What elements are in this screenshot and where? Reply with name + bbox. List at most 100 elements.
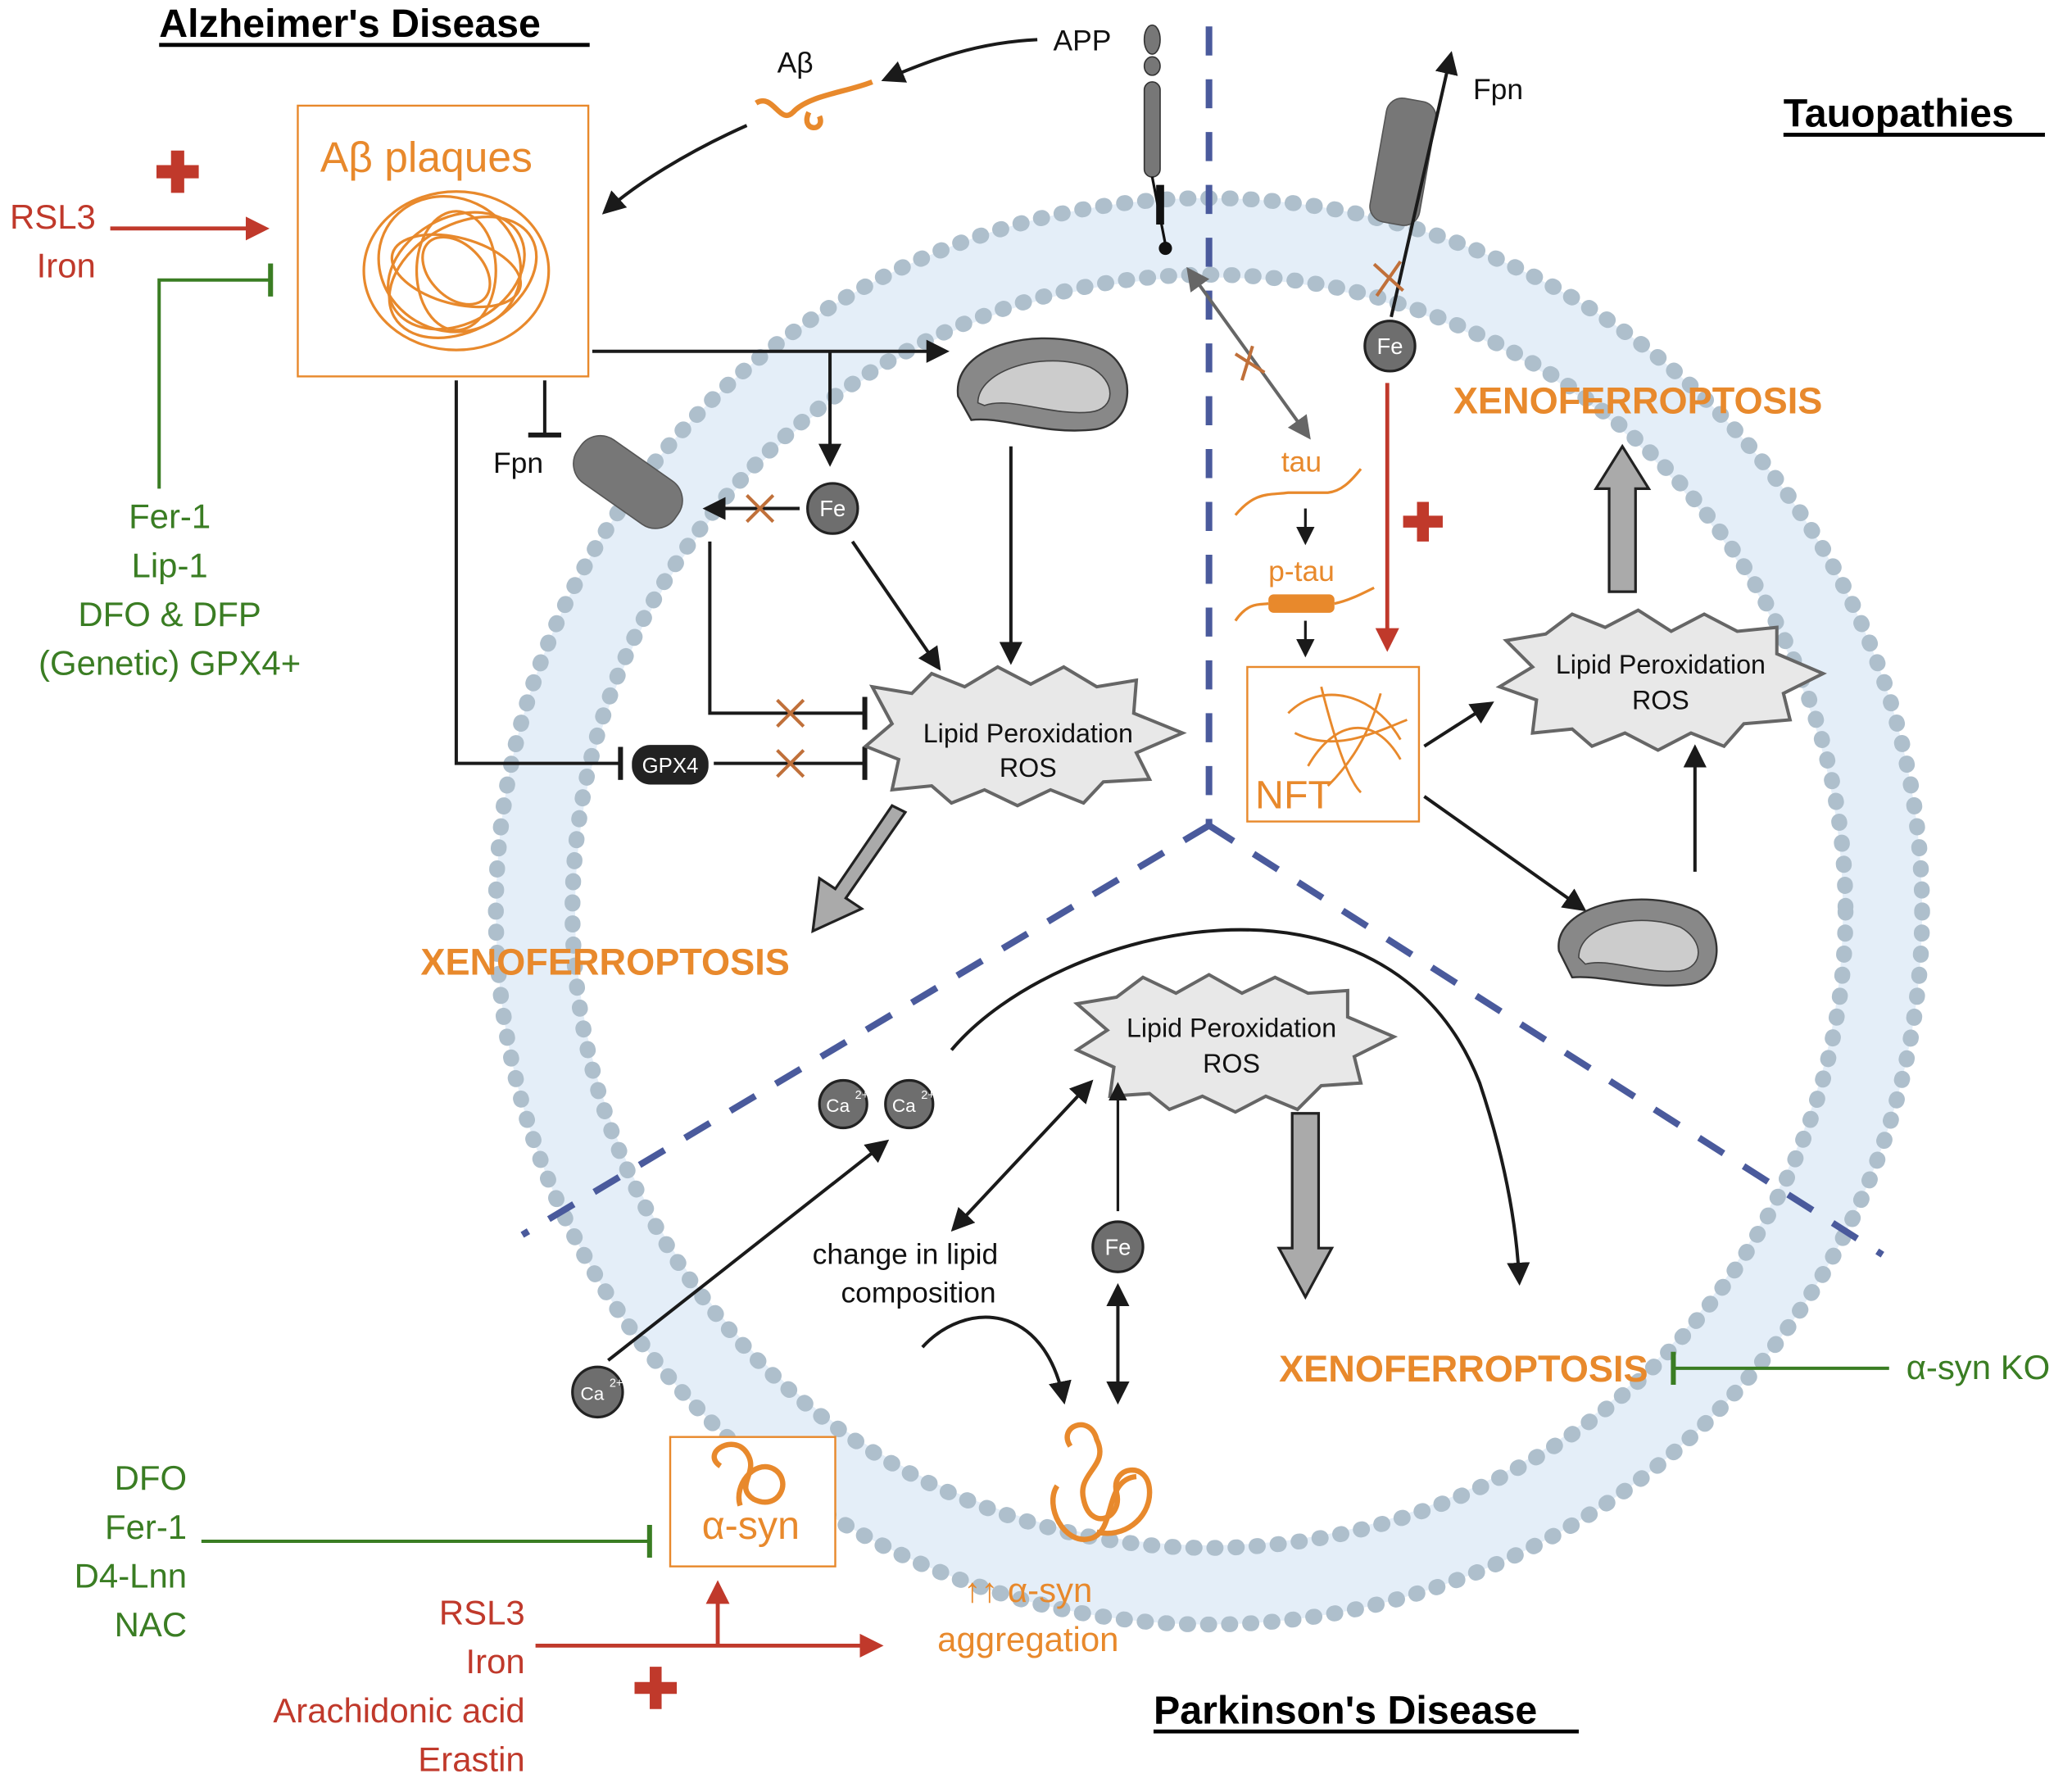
arrow-fe-to-lipid: [850, 540, 941, 671]
svg-text:Fe: Fe: [819, 496, 846, 521]
arrow-fe-export-blocked: [1390, 51, 1458, 318]
ptau-label: p-tau: [1268, 555, 1335, 588]
lipid-change-label: change in lipid: [813, 1238, 999, 1271]
inducer-label: RSL3: [10, 197, 96, 236]
ad-inhibitors: Fer-1 Lip-1 DFO & DFP (Genetic) GPX4+: [39, 497, 301, 683]
svg-text:2+: 2+: [921, 1089, 935, 1102]
svg-text:Ca: Ca: [892, 1096, 916, 1116]
inhibitor-label: DFO: [115, 1459, 187, 1497]
svg-text:Fe: Fe: [1376, 333, 1403, 359]
svg-text:aggregation: aggregation: [937, 1620, 1118, 1658]
lipid-peroxidation-burst: Lipid Peroxidation ROS: [1495, 608, 1827, 752]
arrow-lipid-change-lipidperox: [950, 1079, 1094, 1232]
plus-icon: [634, 1667, 678, 1709]
title-tauopathies: Tauopathies: [1784, 92, 2014, 136]
svg-text:Fe: Fe: [1104, 1234, 1131, 1259]
xenoferroptosis-pd: XENOFERROPTOSIS: [1279, 1348, 1648, 1390]
asyn-label: α-syn: [702, 1504, 800, 1548]
svg-text:ROS: ROS: [1632, 686, 1689, 715]
gpx4-icon: GPX4: [632, 745, 709, 785]
blocked-x-icon: [776, 698, 805, 728]
asyn-box: [669, 1436, 837, 1567]
inhibitor-label: NAC: [115, 1605, 187, 1644]
lipid-peroxidation-burst: Lipid Peroxidation ROS: [862, 665, 1187, 808]
arrow-lipid-change-to-aggregation: [921, 1315, 1072, 1405]
app-protein-icon: [1143, 24, 1172, 256]
inducer-label: RSL3: [439, 1594, 525, 1632]
inducer-label: Arachidonic acid: [273, 1691, 524, 1730]
damaged-mitochondrion-icon: [1557, 898, 1718, 987]
svg-text:Lipid Peroxidation: Lipid Peroxidation: [923, 719, 1133, 748]
arrow-ca-influx: [607, 1139, 890, 1362]
plus-icon: [1403, 501, 1443, 542]
big-arrow-to-xenoferroptosis: [1276, 1112, 1335, 1300]
lipid-peroxidation-burst: Lipid Peroxidation ROS: [1072, 973, 1399, 1114]
svg-text:Ca: Ca: [826, 1096, 850, 1116]
abeta-peptide-icon: [755, 79, 873, 130]
arrow-curve-to-xenoferroptosis: [950, 928, 1530, 1286]
big-arrow-to-xenoferroptosis: [811, 804, 908, 934]
arrow-nft-to-lipid: [1423, 701, 1494, 748]
ad-inducers: RSL3 Iron: [10, 197, 96, 285]
big-arrow-to-xenoferroptosis: [1594, 443, 1652, 593]
arrow-abeta-to-plaques: [601, 124, 748, 215]
xenoferroptosis-ad: XENOFERROPTOSIS: [420, 941, 790, 983]
abeta-plaques-label: Aβ plaques: [320, 134, 533, 181]
svg-text:Ca: Ca: [581, 1384, 605, 1404]
app-label: APP: [1053, 24, 1111, 57]
inhibitor-label: Fer-1: [105, 1508, 187, 1546]
nft-label: NFT: [1255, 773, 1332, 817]
tau-protein-icon: [1234, 468, 1362, 516]
nft-tangle-icon: [1287, 686, 1408, 794]
asyn-ko-label: α-syn KO: [1907, 1348, 2051, 1386]
fpn-label-tau: Fpn: [1473, 73, 1523, 106]
inducer-label: Iron: [37, 246, 96, 284]
fe-ion-icon: Fe: [1363, 320, 1417, 373]
blocked-x-icon: [1372, 260, 1404, 297]
svg-text:↑↑ α-syn: ↑↑ α-syn: [963, 1571, 1092, 1609]
pd-inhibitors: DFO Fer-1 D4-Lnn NAC: [75, 1459, 187, 1644]
ca-ion-icon: Ca 2+: [571, 1365, 624, 1419]
fpn-label: Fpn: [493, 447, 543, 479]
lipid-change-label: composition: [841, 1276, 995, 1309]
plus-icon: [156, 150, 199, 193]
svg-text:Lipid Peroxidation: Lipid Peroxidation: [1127, 1013, 1336, 1042]
xenoferroptosis-tau: XENOFERROPTOSIS: [1453, 380, 1823, 422]
asyn-protein-icon: [711, 1441, 786, 1507]
arrow-app-to-abeta: [881, 38, 1038, 83]
inhibit-line-gpx4: [454, 380, 623, 780]
fe-ion-icon: Fe: [1091, 1220, 1145, 1273]
pd-inducers: RSL3 Iron Arachidonic acid Erastin: [273, 1594, 524, 1779]
svg-text:GPX4: GPX4: [642, 755, 699, 778]
blocked-x-icon: [1234, 345, 1266, 381]
ptau-protein-icon: [1234, 586, 1375, 622]
plaque-tangle-icon: [362, 190, 551, 352]
ca-ion-icon: Ca 2+: [818, 1078, 869, 1130]
svg-text:2+: 2+: [855, 1089, 869, 1102]
fe-ion-icon: Fe: [806, 482, 859, 535]
inhibitor-label: Fer-1: [129, 497, 211, 536]
arrow-nft-to-mito: [1423, 795, 1587, 912]
inhibitor-label: DFO & DFP: [78, 595, 261, 633]
inducer-label: Iron: [466, 1642, 525, 1681]
svg-text:ROS: ROS: [1000, 753, 1057, 783]
damaged-mitochondrion-icon: [956, 337, 1129, 432]
abeta-label: Aβ: [778, 47, 814, 79]
inhibitor-label: Lip-1: [132, 546, 208, 584]
inhibitor-label: D4-Lnn: [75, 1556, 187, 1595]
inhibitor-label: (Genetic) GPX4+: [39, 644, 301, 683]
aggregation-label: ↑↑ α-syn aggregation: [937, 1571, 1118, 1658]
title-parkinsons: Parkinson's Disease: [1154, 1688, 1537, 1732]
tau-label: tau: [1281, 445, 1322, 478]
svg-text:Lipid Peroxidation: Lipid Peroxidation: [1556, 650, 1766, 679]
blocked-x-icon: [746, 494, 775, 524]
blocked-x-icon: [776, 749, 805, 778]
region-dividers: [520, 26, 1884, 1258]
title-alzheimers: Alzheimer's Disease: [159, 2, 541, 46]
inducer-label: Erastin: [418, 1740, 524, 1778]
svg-text:ROS: ROS: [1203, 1049, 1260, 1078]
ca-ion-icon: Ca 2+: [884, 1078, 935, 1130]
asyn-aggregate-icon: [1050, 1422, 1153, 1542]
inhibit-line-fpn-lipid: [708, 541, 868, 730]
